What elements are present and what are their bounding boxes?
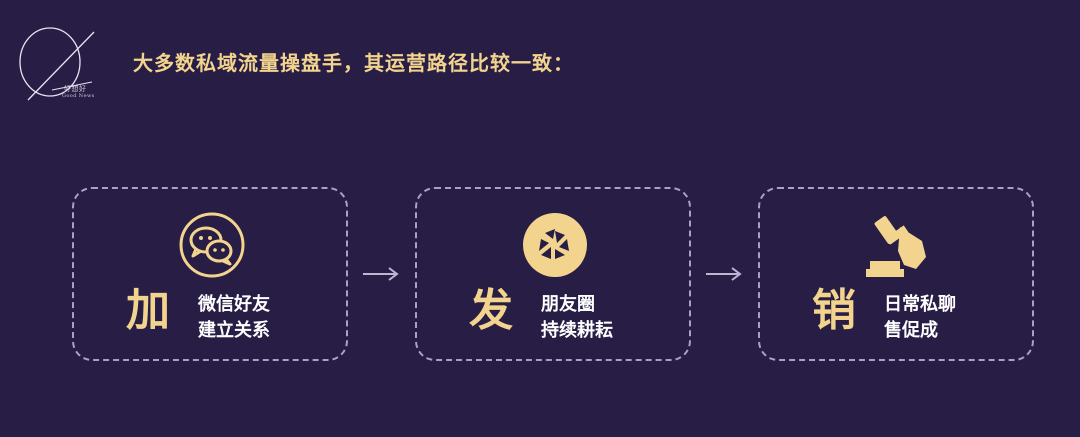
step-line-1: 朋友圈 <box>541 294 595 315</box>
logo-mark-icon <box>19 27 95 101</box>
step-line-2: 持续耕耘 <box>541 320 613 341</box>
step-line-2: 售促成 <box>884 320 938 341</box>
logo-text-en: Good News <box>62 93 95 99</box>
step-description: 微信好友 建立关系 <box>198 292 270 344</box>
step-char: 加 <box>126 285 170 336</box>
step-card-add: 加 微信好友 建立关系 <box>72 187 348 361</box>
arrow-right-icon <box>363 267 399 281</box>
arrow-right-icon <box>706 267 742 281</box>
step-description: 朋友圈 持续耕耘 <box>541 292 613 344</box>
step-description: 日常私聊 售促成 <box>884 292 956 344</box>
step-card-post: 发 朋友圈 持续耕耘 <box>415 187 691 361</box>
step-char: 发 <box>469 285 513 336</box>
logo-text-cn: 好想好 <box>64 85 87 93</box>
step-line-1: 微信好友 <box>198 294 270 315</box>
step-char: 销 <box>812 285 856 336</box>
headline: 大多数私域流量操盘手，其运营路径比较一致： <box>133 51 574 75</box>
step-card-sell: 销 日常私聊 售促成 <box>758 187 1034 361</box>
step-line-1: 日常私聊 <box>884 294 956 315</box>
step-line-2: 建立关系 <box>198 320 270 341</box>
auction-gavel-icon <box>866 216 926 277</box>
wechat-icon <box>179 212 245 278</box>
camera-aperture-icon <box>523 213 587 277</box>
